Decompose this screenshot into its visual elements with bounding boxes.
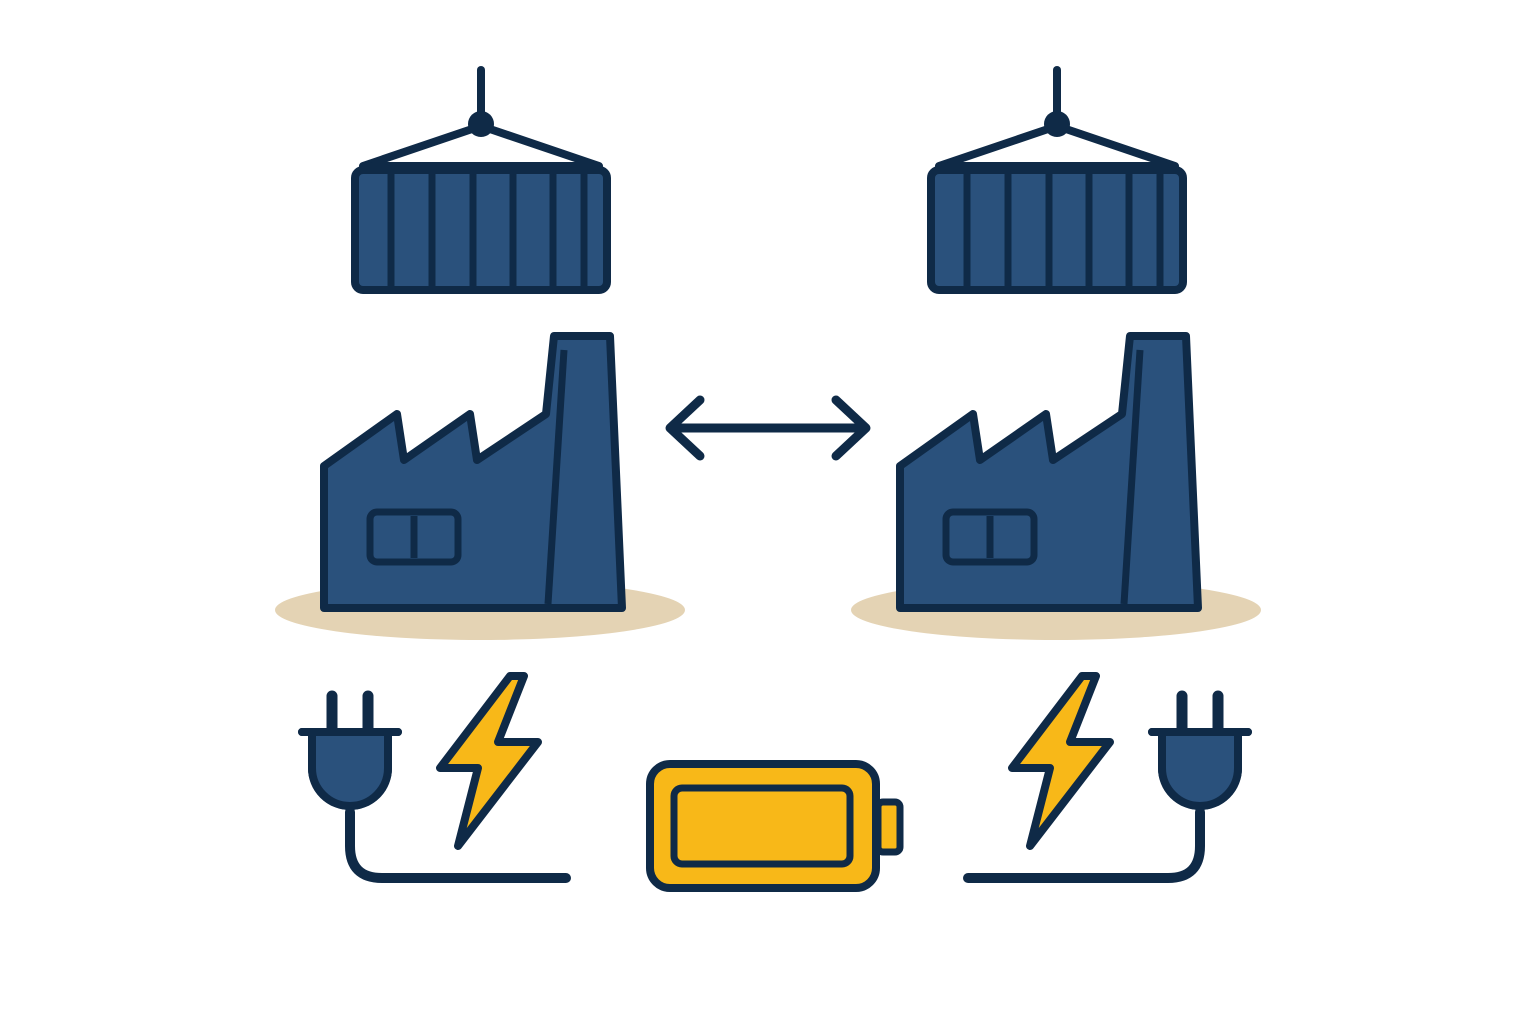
container-crane-icon [931, 70, 1183, 290]
container-crane-icon [355, 70, 607, 290]
factory-icon [851, 336, 1261, 640]
factory-icon [275, 336, 685, 640]
lightning-bolt-icon [440, 676, 538, 846]
plug-icon [302, 696, 571, 883]
double-arrow-icon [665, 395, 871, 461]
plug-icon [963, 696, 1248, 883]
battery-icon [646, 760, 904, 892]
lightning-bolt-icon [1012, 676, 1110, 846]
